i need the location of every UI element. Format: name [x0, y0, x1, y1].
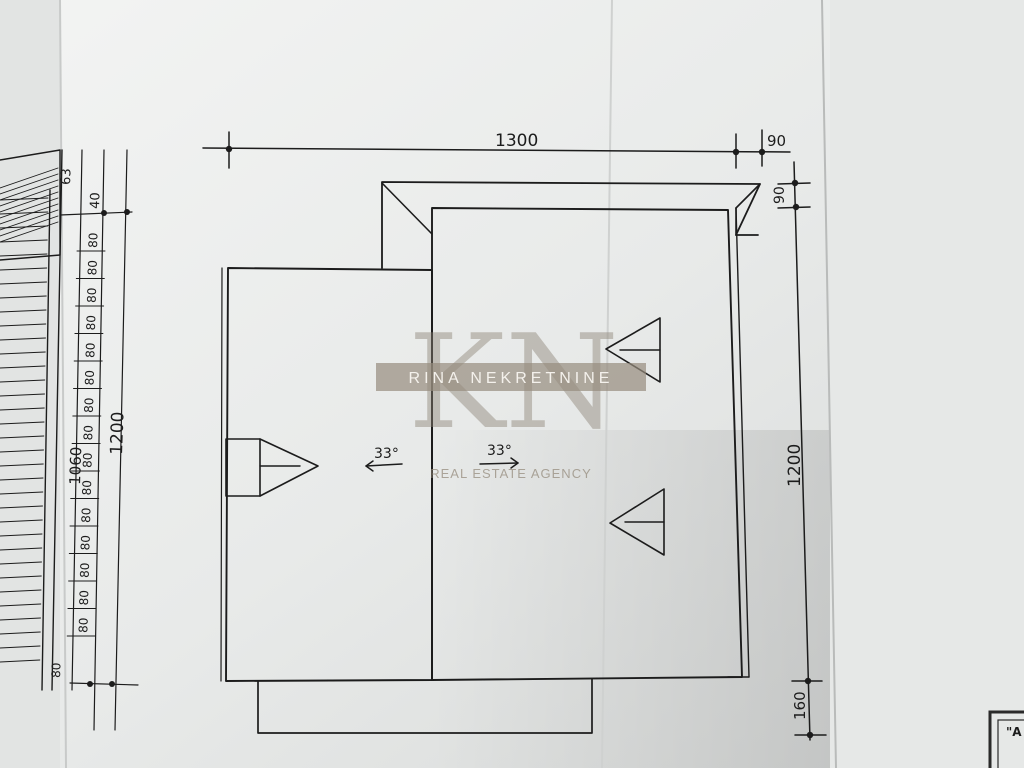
stair-hatch-line: [0, 393, 45, 397]
left-section-fragment: [0, 149, 139, 731]
right-dimension: [777, 161, 827, 741]
stair-hatch-line: [0, 337, 46, 341]
stair-hatch-line: [0, 435, 45, 439]
stair-hatch-line: [0, 589, 42, 593]
dim-top-width: 1300: [495, 131, 538, 151]
stair-step-label: 80: [80, 480, 95, 496]
stair-step-label: 80: [78, 535, 93, 551]
stair-hatch-line: [0, 309, 47, 313]
paper-right-panel: [830, 0, 1024, 768]
title-block-fragment: [988, 710, 1024, 768]
slope-symbol-left: [225, 438, 319, 497]
stair-hatch-line: [0, 603, 42, 607]
dim-left-top-b: 40: [88, 192, 104, 209]
stair-hatch-line: [0, 239, 48, 243]
stair-hatch-line: [0, 185, 59, 207]
stair-step-label: 80: [82, 397, 97, 413]
stair-hatch-line: [0, 561, 42, 565]
dim-right-height: 1200: [785, 444, 805, 487]
slope-arrow-left: [365, 460, 403, 472]
stair-step-label: 80: [76, 617, 91, 633]
stair-hatch-line: [0, 167, 59, 189]
stair-hatch-line: [0, 533, 43, 537]
dim-left-inner: 1060: [66, 446, 85, 485]
stair-step-label: 80: [84, 315, 99, 331]
stair-hatch-line: [0, 191, 59, 213]
stair-hatch-line: [0, 645, 41, 649]
stair-hatch-line: [0, 547, 43, 551]
stair-hatch-line: [0, 215, 59, 237]
slope-label-right: 33°: [487, 443, 512, 459]
stair-step-label: 80: [78, 562, 93, 578]
watermark-subtitle: REAL ESTATE AGENCY: [430, 466, 592, 481]
stair-step-label: 80: [80, 452, 95, 468]
stair-hatch-line: [0, 519, 43, 523]
stair-hatch-line: [0, 365, 46, 369]
slope-arrow-right: [479, 457, 519, 469]
stair-hatch-line: [0, 631, 41, 635]
stair-hatch-line: [0, 379, 46, 383]
stair-hatch-line: [0, 197, 59, 219]
dim-right-overhang: 90: [772, 186, 788, 204]
dim-left-top-a: 63: [59, 168, 75, 185]
title-block-text: "A: [1006, 725, 1022, 739]
watermark-logo: KN RINA NEKRETNINE REAL ESTATE AGENCY: [376, 306, 646, 481]
stair-hatch-line: [0, 281, 47, 285]
stair-step-label: 80: [77, 590, 92, 606]
stair-hatch-line: [0, 203, 59, 225]
hand-shadow: [430, 430, 830, 768]
stair-step-label: 80: [85, 287, 100, 303]
stair-step-label: 80: [79, 507, 94, 523]
stair-step-label: 80: [81, 425, 96, 441]
stair-hatch-line: [0, 295, 47, 299]
stair-step-label: 80: [85, 260, 100, 276]
stair-hatch-line: [0, 173, 59, 195]
top-dimension: [202, 129, 791, 169]
stair-step-label: 80: [83, 342, 98, 358]
watermark-band: [376, 363, 646, 391]
stair-hatch-line: [0, 221, 59, 243]
stair-hatch-line: [0, 351, 46, 355]
dim-left-total: 1200: [107, 411, 128, 455]
stair-hatch-line: [0, 407, 45, 411]
dim-left-bottom: 80: [49, 662, 64, 678]
stair-hatch-line: [0, 505, 43, 509]
stair-hatch-line: [0, 449, 44, 453]
roof-outline: [220, 181, 761, 734]
stair-hatch-line: [0, 477, 44, 481]
stair-hatch-line: [0, 179, 59, 201]
stair-hatch-line: [0, 209, 59, 231]
fold-line-right: [821, 0, 837, 768]
slope-label-left: 33°: [374, 446, 399, 462]
stair-hatch-line: [0, 463, 44, 467]
stair-hatch-line: [0, 575, 42, 579]
dim-right-bottom: 160: [791, 691, 809, 720]
paper-left-panel: [0, 0, 60, 768]
watermark-name: RINA NEKRETNINE: [409, 370, 614, 387]
stair-hatch-line: [0, 211, 49, 215]
stair-hatch-line: [0, 659, 41, 663]
dim-top-overhang: 90: [767, 132, 786, 150]
stair-hatch-line: [0, 491, 44, 495]
stair-hatch-line: [0, 323, 47, 327]
slope-symbol-right-bottom: [609, 488, 665, 556]
stair-hatch-line: [0, 421, 45, 425]
stair-step-label: 80: [83, 370, 98, 386]
stair-hatch-line: [0, 253, 48, 257]
stair-step-label: 80: [86, 232, 101, 248]
stair-hatch-line: [0, 617, 41, 621]
stair-step-dimensions: 80 80 80 80 80 80 80 80 80 80 80 80 80 80 80: [66, 232, 106, 637]
fold-line-left: [59, 0, 67, 768]
stair-hatch-line: [0, 267, 48, 271]
